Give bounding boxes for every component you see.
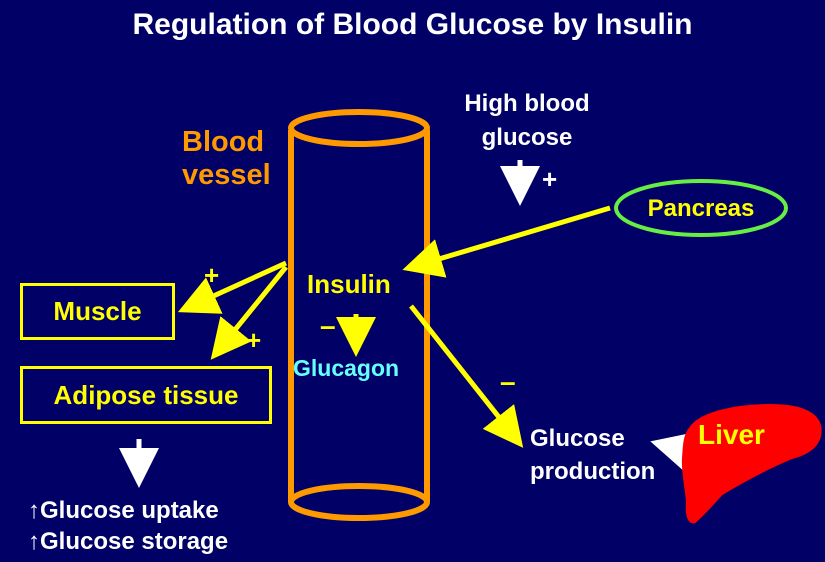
muscle-label: Muscle <box>53 296 142 326</box>
page-title: Regulation of Blood Glucose by Insulin <box>132 8 693 41</box>
effect-uptake: ↑Glucose uptake <box>28 497 219 524</box>
arrow-pancreas-to-insulin <box>402 205 611 278</box>
adipose-sign: + <box>246 325 262 355</box>
arrow-insulin-to-muscle <box>177 260 288 314</box>
adipose-box: Adipose tissue <box>20 366 272 424</box>
glucose-production-sign: – <box>500 366 516 397</box>
pancreas-label: Pancreas <box>647 195 755 222</box>
insulin-label: Insulin <box>307 269 391 299</box>
blood-vessel <box>288 109 430 521</box>
glucose-production-line2: production <box>530 458 656 485</box>
stimulus-label-line1: High blood <box>464 90 590 117</box>
liver-shape-icon <box>681 403 822 524</box>
muscle-sign: + <box>204 260 220 290</box>
glucagon-label: Glucagon <box>293 355 400 381</box>
adipose-label: Adipose tissue <box>53 379 239 410</box>
arrow-insulin-to-adipose <box>210 265 288 360</box>
liver-label: Liver <box>698 419 765 450</box>
stimulus-label-line2: glucose <box>481 124 573 151</box>
vessel-label-line1: Blood <box>182 126 265 158</box>
glucose-production-line1: Glucose <box>530 425 625 452</box>
muscle-box: Muscle <box>20 283 175 340</box>
glucagon-sign: – <box>320 310 336 341</box>
arrow-insulin-to-glucose-production <box>409 304 524 448</box>
vessel-label-line2: vessel <box>182 159 271 191</box>
pancreas-ellipse <box>614 179 788 237</box>
stimulus-sign: + <box>542 164 558 194</box>
effect-storage: ↑Glucose storage <box>28 528 229 555</box>
